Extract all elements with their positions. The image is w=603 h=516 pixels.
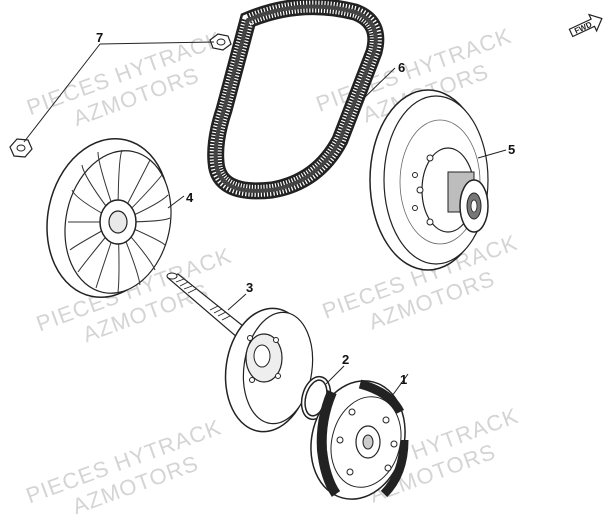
callout-2: 2 bbox=[342, 352, 349, 367]
callout-3: 3 bbox=[246, 280, 253, 295]
callout-7: 7 bbox=[96, 30, 103, 45]
callout-1: 1 bbox=[400, 372, 407, 387]
drive-plate-icon bbox=[224, 307, 314, 433]
nut-icon bbox=[9, 138, 33, 158]
clutch-shoe-icon bbox=[310, 379, 409, 500]
callout-4: 4 bbox=[186, 190, 194, 205]
callout-6: 6 bbox=[398, 60, 405, 75]
driven-pulley-icon bbox=[369, 89, 489, 271]
drive-belt-icon bbox=[207, 0, 385, 200]
leader-lines bbox=[23, 41, 507, 397]
fwd-label: FWD bbox=[573, 20, 594, 36]
callout-5: 5 bbox=[508, 142, 515, 157]
callout-labels: 1 2 3 4 5 6 7 bbox=[96, 30, 515, 387]
fan-pulley-icon bbox=[46, 138, 172, 298]
nut-icon bbox=[209, 33, 232, 51]
fwd-arrow-icon: FWD bbox=[568, 13, 603, 38]
